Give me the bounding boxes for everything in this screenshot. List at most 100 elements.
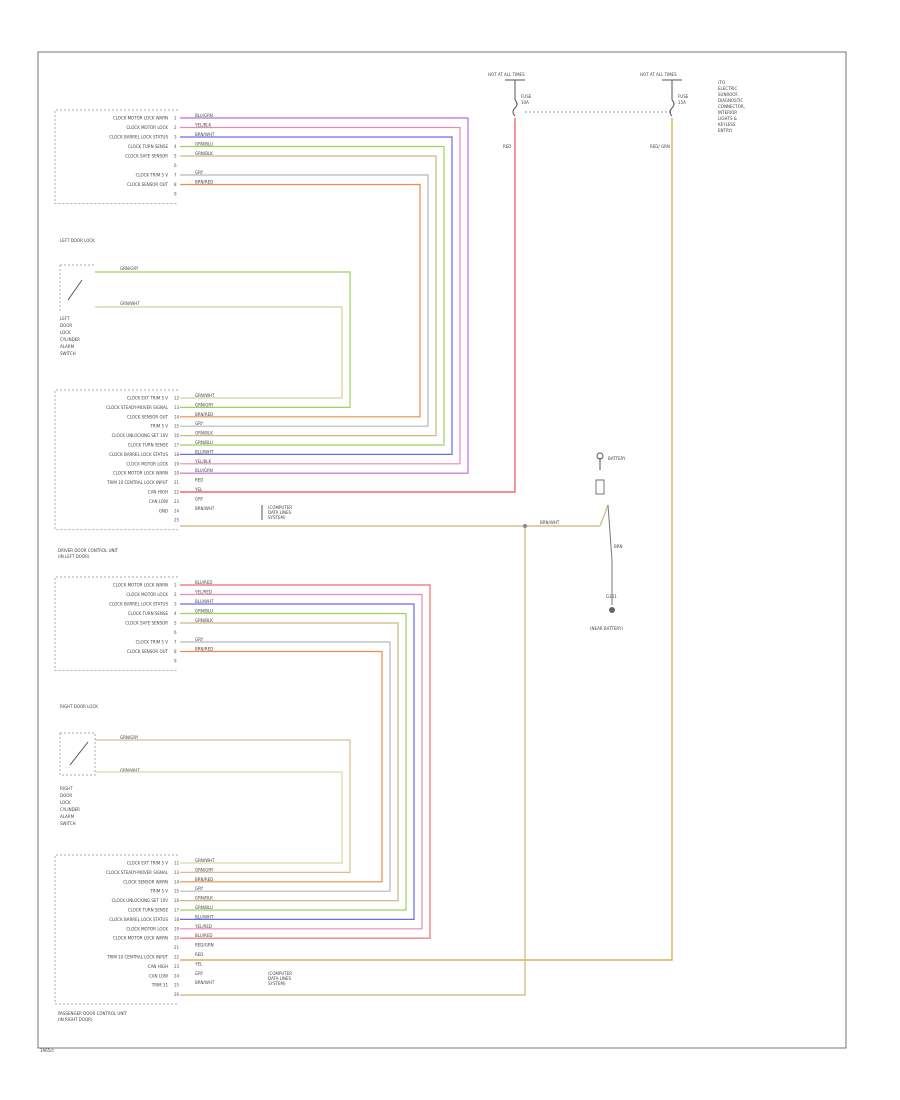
fuse-right-note-line: ELECTRIC bbox=[718, 86, 737, 91]
left-lock-wire-code: GRN/BLU bbox=[195, 142, 213, 147]
right-lock-row-label: CLOCK SENSOR OUT bbox=[127, 649, 169, 654]
driver-module-row-label: CAN HIGH bbox=[148, 490, 168, 495]
left-lock-pin: 4 bbox=[174, 144, 177, 149]
driver-module-title: DRIVER DOOR CONTROL UNIT bbox=[58, 548, 119, 553]
driver-module-pin: 19 bbox=[174, 461, 180, 466]
left-lock-pin: 6 bbox=[174, 163, 177, 168]
right-switch-label: RIGHT bbox=[60, 786, 73, 791]
right-lock-row-label: CLOCK TURN SENSE bbox=[128, 611, 169, 616]
right-switch-wire-top: GRN/GRY bbox=[120, 735, 139, 740]
left-switch-wire-bottom: GRN/WHT bbox=[120, 301, 140, 306]
fuse-right-note-line: DIAGNOSTIC bbox=[718, 98, 743, 103]
right-lock-wire-code: GRY bbox=[195, 637, 204, 642]
passenger-module-row-label: CLOCK MOTOR LOCK WARN bbox=[113, 936, 168, 941]
fuse-left-title: HOT AT ALL TIMES bbox=[488, 72, 525, 77]
right-lock-row-label: CLOCK MOTOR LOCK bbox=[126, 592, 168, 597]
fuse-left: HOT AT ALL TIMES FUSE 10A RED bbox=[488, 72, 672, 149]
passenger-module-wire-code: GRY bbox=[195, 971, 204, 976]
wire-battery-ground bbox=[599, 504, 609, 527]
driver-module-pin: 24 bbox=[174, 508, 180, 513]
driver-module-row-label: GND bbox=[159, 508, 168, 513]
right-lock-row-label: CLOCK BARREL LOCK STATUS bbox=[109, 602, 168, 607]
left-harness-wire bbox=[180, 126, 461, 465]
passenger-module-data-note: (COMPUTER bbox=[268, 971, 292, 976]
left-lock-pin: 1 bbox=[174, 116, 177, 121]
battery-ground-desc: (NEAR BATTERY) bbox=[590, 626, 623, 631]
right-harness-wire bbox=[180, 612, 407, 911]
driver-module-wire-code: GRN/GRY bbox=[195, 402, 214, 407]
fuse-right-note-line: KEYLESS bbox=[718, 122, 736, 127]
passenger-module-pin: 14 bbox=[174, 879, 180, 884]
right-lock-row-label: CLOCK MOTOR LOCK WARN bbox=[113, 583, 168, 588]
battery-group: BATTERY BRN G101 (NEAR BATTERY) BRN/WHT bbox=[523, 452, 626, 631]
left-switch-wire-top: GRN/GRY bbox=[120, 266, 139, 271]
driver-module-wire-code: BRN/RED bbox=[195, 412, 213, 417]
fuse-right-number: 15A bbox=[678, 100, 686, 105]
driver-module-pin: 12 bbox=[174, 396, 180, 401]
left-switch-label: SWITCH bbox=[60, 351, 76, 356]
fuse-right-note-line: (TO bbox=[718, 80, 725, 85]
driver-module-wire-code: GRN/BLU bbox=[195, 440, 213, 445]
wire-fuse-left-red bbox=[180, 118, 516, 493]
driver-module-row-label: CLOCK MOTOR LOCK bbox=[126, 461, 168, 466]
passenger-module-row-label: CLOCK BARREL LOCK STATUS bbox=[109, 917, 168, 922]
left-lock-row-label: CLOCK TRIM 5 V bbox=[136, 173, 169, 178]
left-lock-pin: 7 bbox=[174, 173, 177, 178]
right-harness-wire bbox=[180, 641, 391, 892]
driver-module-pin: 14 bbox=[174, 414, 180, 419]
right-switch-label: DOOR bbox=[60, 793, 72, 798]
footer-code: 1965ct bbox=[40, 1048, 54, 1053]
right-harness-wire bbox=[180, 584, 431, 939]
passenger-module-row-label: TRIM 31 bbox=[151, 983, 169, 988]
driver-module-row-label: CLOCK MOTOR LOCK WARN bbox=[113, 471, 168, 476]
driver-module-row-label: CAN LOW bbox=[149, 499, 168, 504]
right-harness-wire bbox=[180, 593, 423, 930]
fuse-right-note-line: CONNECTOR, bbox=[718, 104, 745, 109]
passenger-module-pin: 21 bbox=[174, 945, 180, 950]
driver-module-pin: 25 bbox=[174, 518, 180, 523]
driver-module-row-label: TRIM 10 CENTRAL LOCK INPUT bbox=[106, 480, 169, 485]
passenger-module-row-label: CAN LOW bbox=[149, 973, 168, 978]
fuse-right-symbol bbox=[669, 99, 675, 117]
fuse-left-wire-code: RED bbox=[503, 144, 511, 149]
passenger-module-row-label: CLOCK EXT TRIM 5 V bbox=[127, 861, 169, 866]
right-lock-pin: 2 bbox=[174, 592, 177, 597]
left-lock-bracket bbox=[54, 109, 178, 204]
driver-module-pin: 16 bbox=[174, 433, 180, 438]
right-lock-wire-code: BLU/WHT bbox=[195, 599, 214, 604]
right-lock-pin: 3 bbox=[174, 602, 177, 607]
driver-module-row-label: CLOCK EXT TRIM 5 V bbox=[127, 396, 169, 401]
passenger-module-row-label: TRIM 10 CENTRAL LOCK INPUT bbox=[106, 955, 169, 960]
passenger-module-pin: 22 bbox=[174, 955, 180, 960]
left-lock-pin: 5 bbox=[174, 154, 177, 159]
passenger-module-wire-code: BLU/WHT bbox=[195, 914, 214, 919]
splice-dot bbox=[523, 524, 527, 528]
passenger-module-row-label: TRIM 5 V bbox=[149, 889, 168, 894]
driver-module-pin: 21 bbox=[174, 480, 180, 485]
passenger-module-pin: 13 bbox=[174, 870, 180, 875]
fuse-right: HOT AT ALL TIMES FUSE 15A RED/ GRN (TOEL… bbox=[640, 72, 745, 149]
left-harness-wire bbox=[180, 117, 469, 474]
right-lock-pin: 7 bbox=[174, 640, 177, 645]
right-lock-wire-code: BRN/RED bbox=[195, 647, 213, 652]
driver-module-wire-code: YEL/BLK bbox=[194, 459, 212, 464]
ground-icon bbox=[609, 607, 615, 613]
passenger-module-wire-code: BRN/RED bbox=[195, 877, 213, 882]
right-lock-wire-code: BLU/RED bbox=[195, 580, 212, 585]
left-harness-wire bbox=[180, 145, 445, 446]
bus-wire-code: BRN/WHT bbox=[540, 520, 560, 525]
passenger-module-wire-code: YEL bbox=[194, 961, 203, 966]
passenger-module-data-note: SYSTEM) bbox=[268, 981, 286, 986]
left-switch-label: CYLINDER bbox=[60, 337, 80, 342]
left-switch-wire bbox=[95, 306, 343, 399]
power-wires bbox=[180, 118, 673, 996]
driver-module-pin: 23 bbox=[174, 499, 180, 504]
passenger-module-pin: 20 bbox=[174, 936, 180, 941]
passenger-module-pin: 25 bbox=[174, 983, 180, 988]
driver-module-pin: 22 bbox=[174, 490, 180, 495]
right-lock-title: RIGHT DOOR LOCK bbox=[60, 704, 98, 709]
driver-module-wire-code: GRY bbox=[195, 496, 204, 501]
passenger-module-wire-code: BRN/WHT bbox=[195, 980, 215, 985]
driver-module-data-note: SYSTEM) bbox=[268, 515, 286, 520]
